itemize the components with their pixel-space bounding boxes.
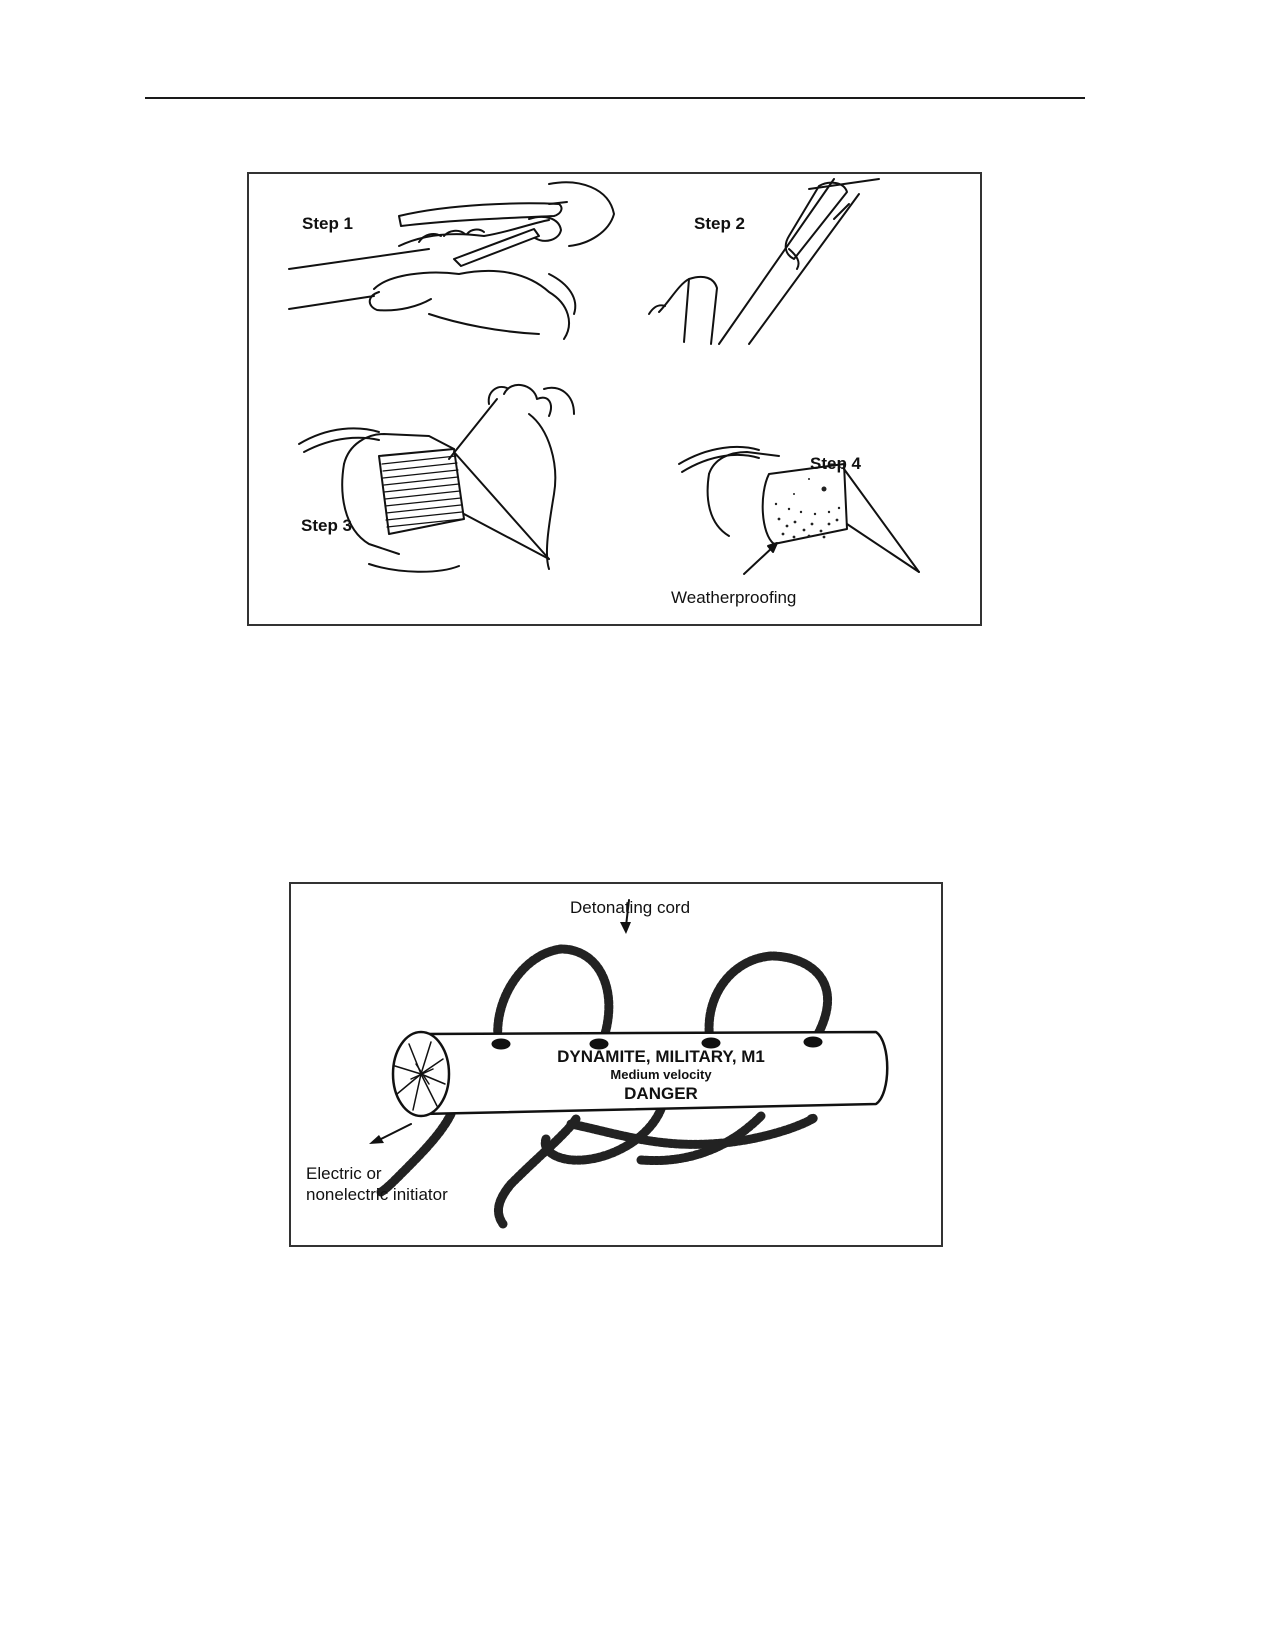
step4-weatherproofing-texture xyxy=(774,478,841,539)
step-3-label: Step 3 xyxy=(301,516,353,535)
priming-steps-illustration xyxy=(288,178,920,575)
weatherproofing-arrowhead xyxy=(767,542,778,553)
detonating-cord-loops xyxy=(376,944,833,1229)
initiator-label-line-2: nonelectric initiator xyxy=(306,1185,448,1204)
step2-drawing xyxy=(648,178,880,345)
stick-text-line-2: Medium velocity xyxy=(610,1067,712,1082)
cord-holes xyxy=(491,1036,823,1050)
weatherproofing-label: Weatherproofing xyxy=(671,588,797,607)
dynamite-cord-figure: Detonating cord DYNAMITE, MILITARY, M1 M… xyxy=(289,882,943,1247)
priming-steps-figure: Step 1 Step 2 Step 3 Step 4 Weatherproof… xyxy=(247,172,982,626)
detonating-cord-label: Detonating cord xyxy=(570,898,691,917)
initiator-arrow xyxy=(380,1123,412,1140)
dynamite-end-texture xyxy=(394,1041,446,1111)
cord-label-arrowhead xyxy=(620,922,631,934)
dynamite-stick-body xyxy=(419,1030,889,1116)
step1-drawing xyxy=(288,181,615,340)
step4-drawing xyxy=(678,445,920,573)
step3-twine-lines xyxy=(381,455,464,528)
stick-text-line-1: DYNAMITE, MILITARY, M1 xyxy=(557,1047,765,1066)
step-1-label: Step 1 xyxy=(302,214,354,233)
cord-label-arrow xyxy=(625,899,630,927)
step-4-label: Step 4 xyxy=(810,454,862,473)
initiator-label-line-1: Electric or xyxy=(306,1164,382,1183)
step3-drawing xyxy=(298,384,575,573)
stick-text-line-3: DANGER xyxy=(624,1084,698,1103)
initiator-arrowhead xyxy=(369,1135,384,1144)
header-rule xyxy=(145,97,1085,99)
weatherproofing-arrow xyxy=(743,545,775,575)
dynamite-cord-illustration xyxy=(369,899,889,1229)
step-2-label: Step 2 xyxy=(694,214,746,233)
